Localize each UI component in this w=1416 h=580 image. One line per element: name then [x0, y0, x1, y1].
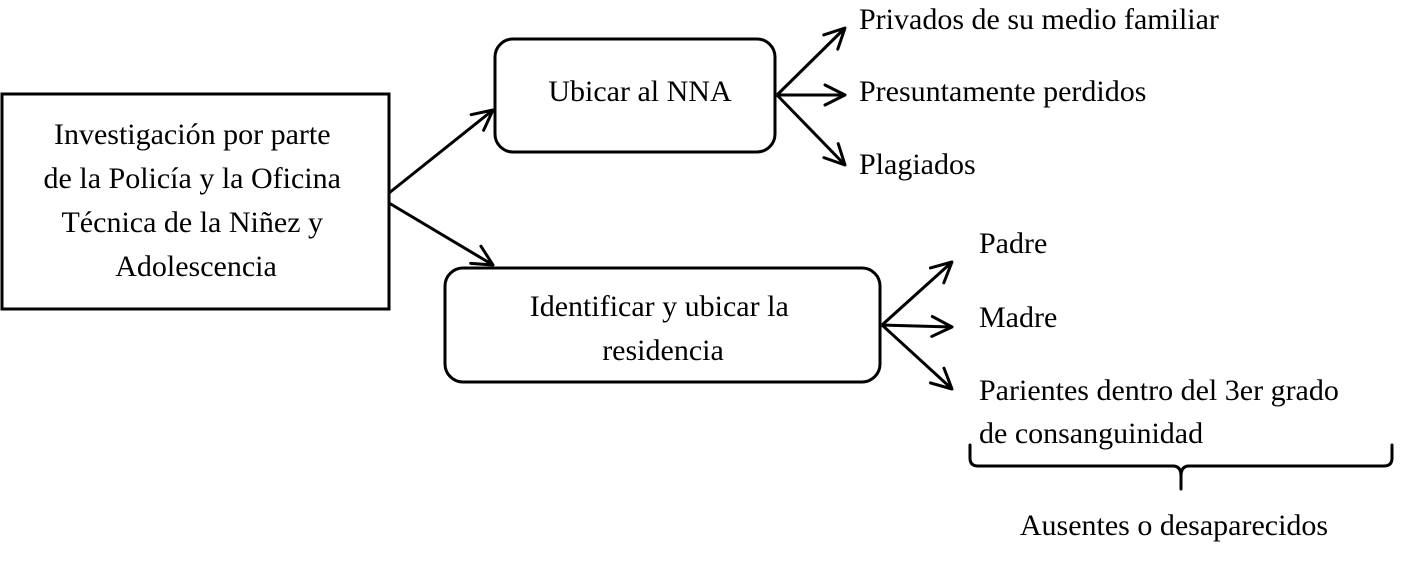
item-perdidos: Presuntamente perdidos [859, 75, 1146, 108]
item-plagiados: Plagiados [859, 148, 976, 181]
identificar-box [443, 266, 882, 384]
item-madre: Madre [979, 301, 1057, 334]
arrow-to-parientes [880, 323, 954, 391]
arrow-root-to-bottom [388, 201, 495, 267]
arrow-to-padre [880, 260, 954, 327]
root-line-3: Técnica de la Niñez y [61, 206, 323, 239]
root-line-4: Adolescencia [115, 250, 277, 283]
parientes-line-2: de consanguinidad [979, 417, 1203, 450]
root-box [0, 92, 391, 311]
arrow-to-plagiados [775, 93, 847, 167]
brace-label: Ausentes o desaparecidos [1020, 509, 1328, 542]
root-line-2: de la Policía y la Oficina [44, 162, 341, 195]
root-text: Investigación por parte de la Policía y … [44, 118, 349, 283]
root-line-1: Investigación por parte [54, 118, 331, 151]
identificar-label: Identificar y ubicar la residencia [530, 290, 797, 367]
arrow-root-to-top [388, 108, 495, 195]
identificar-line-1: Identificar y ubicar la [530, 290, 789, 323]
item-parientes: Parientes dentro del 3er grado de consan… [979, 374, 1346, 450]
ubicar-label: Ubicar al NNA [548, 75, 732, 108]
curly-brace [968, 443, 1394, 491]
arrow-to-privados [775, 26, 847, 97]
ubicar-box [493, 37, 777, 154]
item-padre: Padre [979, 227, 1047, 260]
parientes-line-1: Parientes dentro del 3er grado [979, 374, 1339, 407]
identificar-line-2: residencia [602, 334, 724, 367]
item-privados: Privados de su medio familiar [859, 3, 1219, 36]
arrow-to-madre [881, 314, 954, 338]
